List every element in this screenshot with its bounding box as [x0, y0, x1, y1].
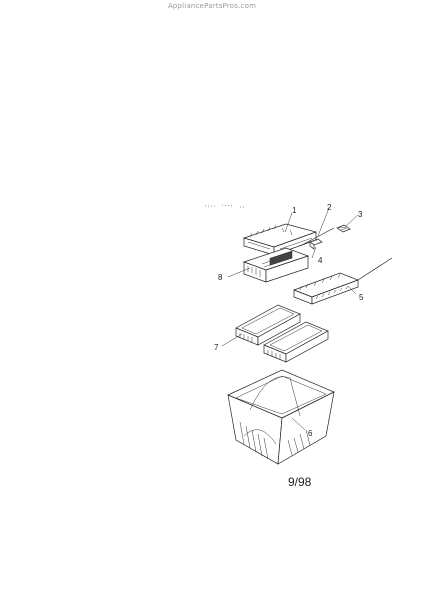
part-6-crisper-bin[interactable] [227, 369, 335, 465]
callout-8: 8 [218, 273, 223, 282]
part-8-control-housing[interactable] [242, 247, 310, 283]
leader-lines [221, 207, 359, 431]
callout-5: 5 [359, 293, 364, 302]
part-4-damper[interactable] [309, 238, 323, 250]
part-2-rod[interactable] [299, 227, 335, 247]
callout-7: 7 [214, 343, 219, 352]
callout-6: 6 [308, 429, 313, 438]
callout-4: 4 [318, 256, 323, 265]
callout-2: 2 [327, 203, 332, 212]
date-code: 9/98 [288, 475, 312, 489]
faint-marks [205, 204, 246, 208]
part-7-tray-right[interactable] [263, 321, 329, 363]
watermark: AppliancePartsPros.com [167, 2, 257, 10]
callout-1: 1 [292, 206, 297, 215]
part-3-clip[interactable] [336, 224, 351, 233]
part-5-rail[interactable] [293, 257, 393, 305]
callout-3: 3 [358, 210, 363, 219]
part-7-tray-left[interactable] [235, 304, 301, 346]
